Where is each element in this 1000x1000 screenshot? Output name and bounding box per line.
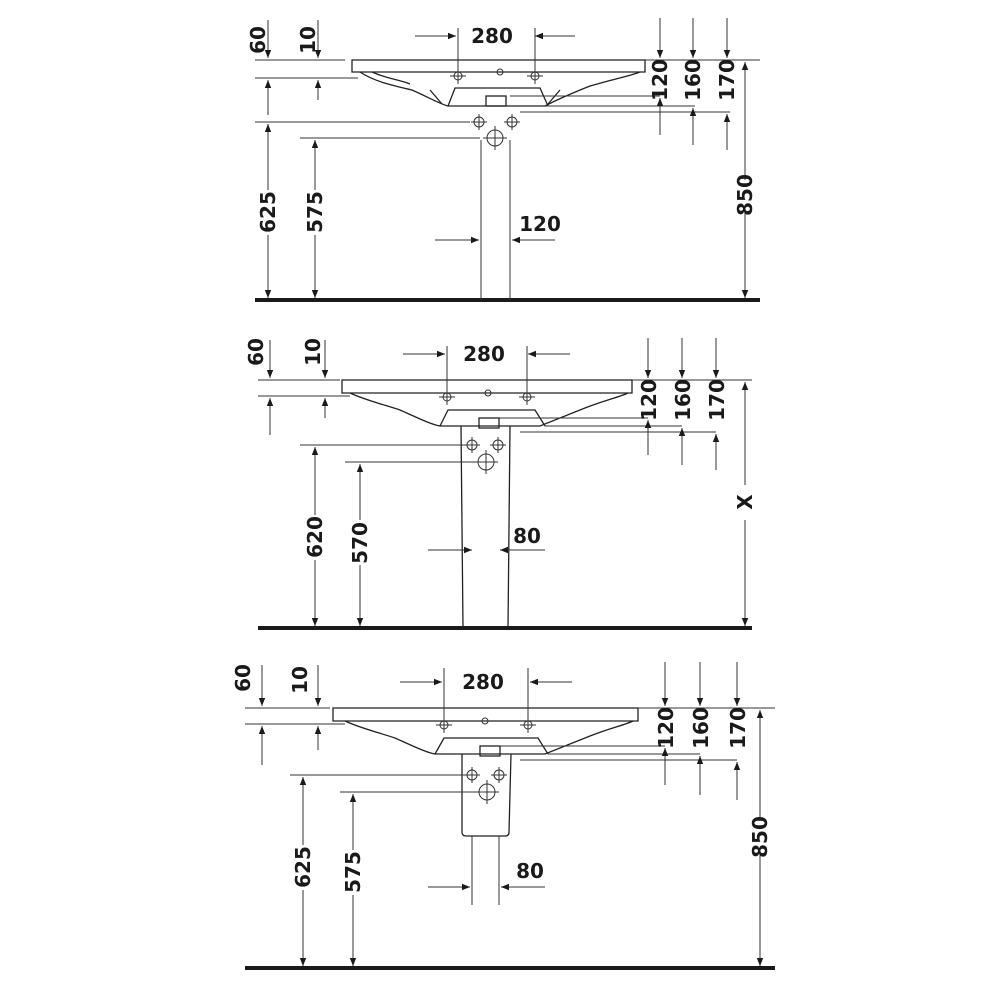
dim-60: 60	[244, 338, 268, 366]
supply-fittings	[471, 114, 520, 300]
dim-10: 10	[296, 26, 320, 54]
dim-625: 625	[291, 846, 315, 888]
left-extension-lines	[258, 379, 478, 463]
dim-60: 60	[246, 26, 270, 54]
dim-80-bottom: 80	[516, 859, 544, 883]
dim-570: 570	[348, 522, 372, 564]
left-extension-lines	[255, 59, 480, 139]
dim-160: 160	[681, 59, 705, 101]
dim-x: X	[733, 494, 757, 510]
supply-fittings	[464, 437, 506, 474]
dim-280: 280	[463, 342, 505, 366]
dim-120-bottom: 120	[519, 212, 561, 236]
dim-575: 575	[341, 851, 365, 893]
view-3-basin-with-semi-pedestal: 60 10 280 120 160 170 850 625 575 80	[231, 662, 775, 970]
dim-280: 280	[471, 24, 513, 48]
dim-10: 10	[288, 666, 312, 694]
dim-280: 280	[462, 670, 504, 694]
dim-60: 60	[231, 664, 255, 692]
dim-160: 160	[689, 707, 713, 749]
dim-80-bottom: 80	[513, 524, 541, 548]
basin-outline	[351, 59, 646, 107]
basin-outline	[332, 707, 639, 757]
dim-625: 625	[256, 191, 280, 233]
left-extension-lines	[245, 707, 478, 793]
dim-10: 10	[301, 338, 325, 366]
dim-120: 120	[648, 59, 672, 101]
dim-170: 170	[715, 59, 739, 101]
supply-fittings	[464, 767, 507, 905]
dim-575: 575	[303, 191, 327, 233]
dim-120: 120	[637, 379, 661, 421]
dim-170: 170	[726, 707, 750, 749]
pedestal	[460, 425, 511, 629]
semi-pedestal	[461, 753, 512, 837]
dim-850: 850	[733, 174, 757, 216]
dim-120: 120	[654, 707, 678, 749]
dim-170: 170	[705, 379, 729, 421]
basin-outline	[341, 379, 633, 429]
dim-160: 160	[671, 379, 695, 421]
view-2-basin-with-pedestal: 60 10 280 120 160 170 X 620 570 80	[244, 338, 757, 630]
view-1-wall-hung-basin: 60 10 280 120 160 170 850 625 575	[246, 18, 760, 302]
dim-850: 850	[748, 816, 772, 858]
dim-620: 620	[303, 516, 327, 558]
